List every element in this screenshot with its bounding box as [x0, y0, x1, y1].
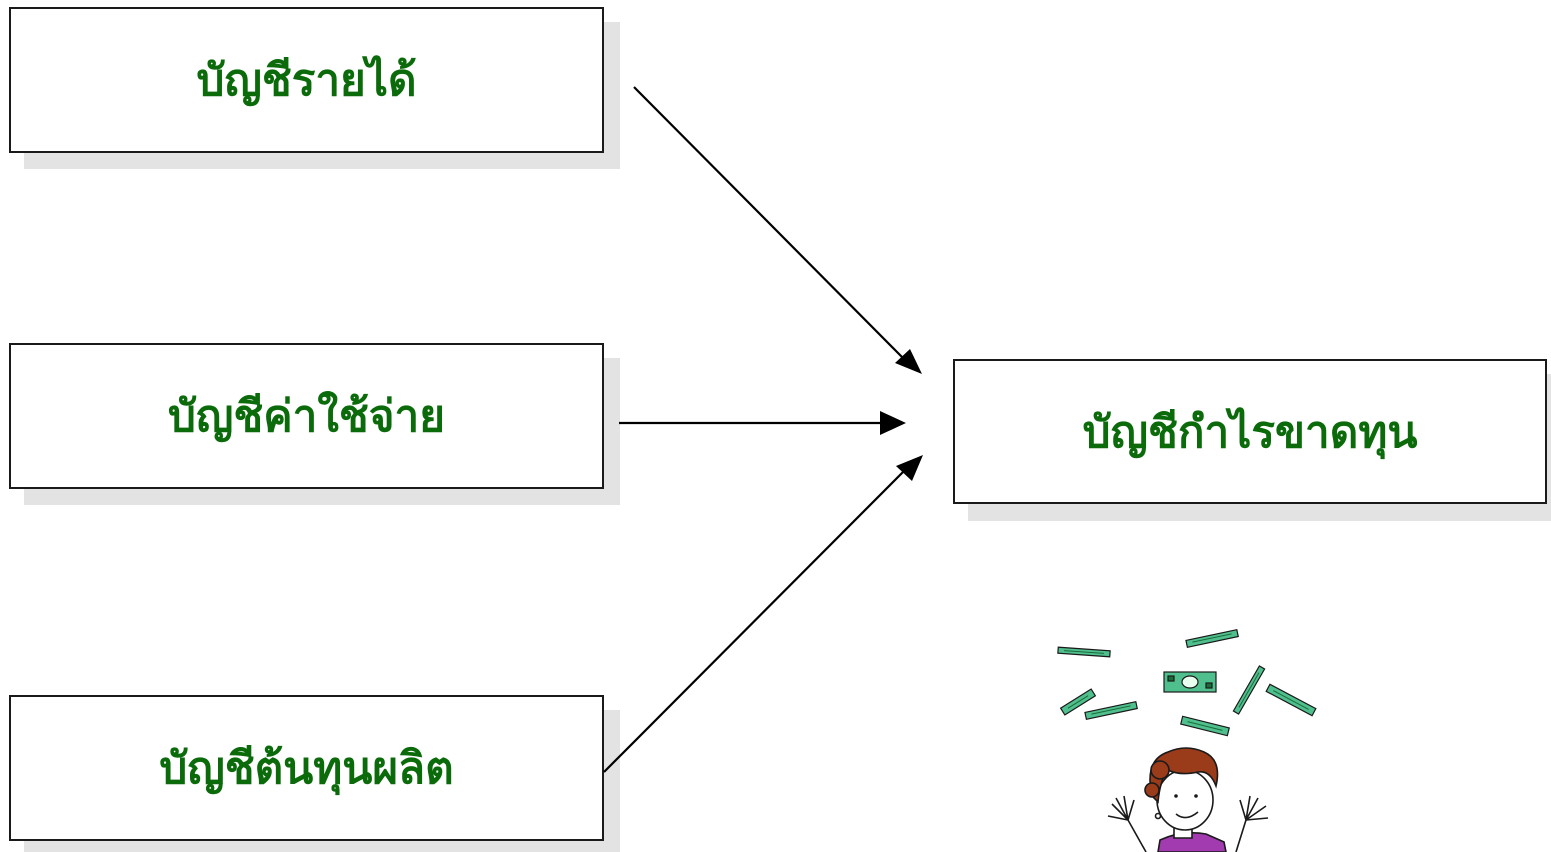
revenue-account-label: บัญชีรายได้ [196, 55, 417, 106]
expense-account-box: บัญชีค่าใช้จ่าย [9, 343, 604, 489]
production-cost-account-box: บัญชีต้นทุนผลิต [9, 695, 604, 841]
arrow-revenue-to-profit-loss [633, 86, 922, 374]
profit-loss-account-box: บัญชีกำไรขาดทุน [953, 359, 1547, 504]
revenue-account-box: บัญชีรายได้ [9, 7, 604, 153]
profit-loss-account-label: บัญชีกำไรขาดทุน [1082, 406, 1418, 458]
person-icon [1107, 747, 1269, 852]
money-rain-person-icon [1057, 628, 1317, 852]
expense-account-label: บัญชีค่าใช้จ่าย [167, 391, 446, 442]
production-cost-account-label: บัญชีต้นทุนผลิต [159, 743, 454, 794]
arrow-production-cost-to-profit-loss [603, 455, 923, 773]
arrow-expense-to-profit-loss [619, 411, 906, 435]
banknote-icon [1057, 628, 1317, 737]
